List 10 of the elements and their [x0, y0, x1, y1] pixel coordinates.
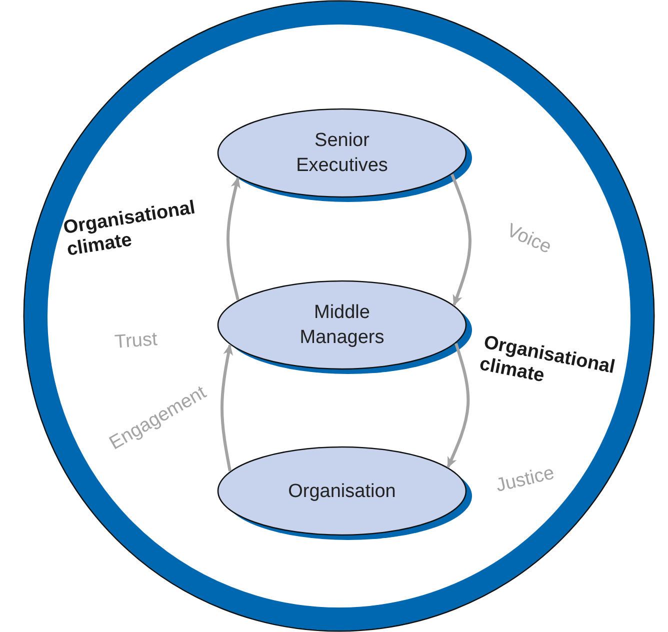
curved-arrow: [446, 343, 470, 468]
curved-arrow: [220, 344, 234, 472]
node-label: Middle Managers: [298, 301, 386, 350]
node-label: Senior Executives: [295, 129, 389, 178]
label: Justice: [494, 462, 557, 498]
curved-arrow: [450, 174, 472, 306]
curved-arrow: [226, 177, 240, 300]
node-label: Organisation: [288, 480, 396, 504]
label: Trust: [114, 329, 158, 354]
label: Voice: [503, 220, 554, 259]
